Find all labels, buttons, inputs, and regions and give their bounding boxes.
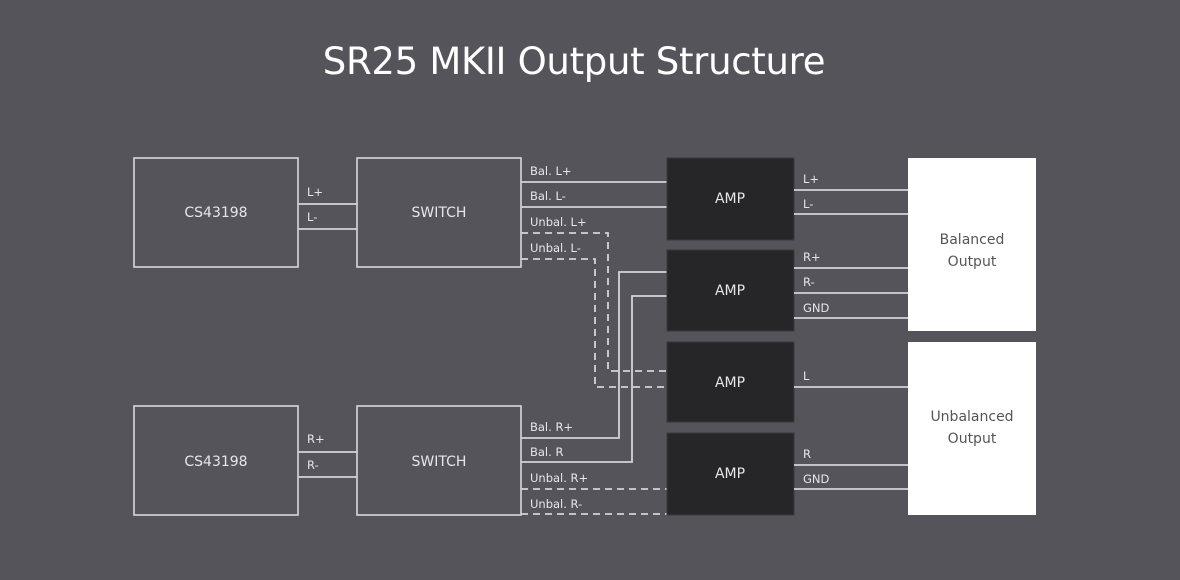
- wire-label: L: [803, 369, 810, 383]
- balanced-output-label-line2: Output: [948, 254, 997, 270]
- unbalanced-output-label-line1: Unbalanced: [930, 409, 1013, 425]
- amp-label: AMP: [715, 466, 745, 482]
- wire-label: Bal. R+: [530, 420, 573, 434]
- wire-label: R: [803, 447, 811, 461]
- amp-block-4: [666, 432, 795, 516]
- wire-unbal-lplus: [521, 232, 667, 372]
- wire-label: L-: [307, 210, 317, 224]
- balanced-output-label-line1: Balanced: [940, 232, 1005, 248]
- wire-unbal-lminus: [521, 258, 667, 388]
- wire-label: Bal. R: [530, 445, 563, 459]
- balanced-output-block: [908, 158, 1036, 331]
- amp-label: AMP: [715, 191, 745, 207]
- wire-label: Unbal. L-: [530, 241, 581, 255]
- dac-block-left: [133, 157, 299, 268]
- wire-label: R-: [307, 458, 319, 472]
- wire-label: L+: [803, 172, 819, 186]
- wire-label: R-: [803, 275, 815, 289]
- dac-label-left: CS43198: [184, 205, 247, 221]
- wire-label: R+: [803, 250, 821, 264]
- wire-label: GND: [803, 301, 830, 315]
- unbalanced-output-label-line2: Output: [948, 431, 997, 447]
- wire-label: Bal. L+: [530, 164, 572, 178]
- amp-label: AMP: [715, 283, 745, 299]
- wire-bal-rplus: [521, 271, 667, 439]
- wire-label: Unbal. R-: [530, 497, 582, 511]
- wire-label: Unbal. L+: [530, 215, 587, 229]
- wire-label: Unbal. R+: [530, 471, 588, 485]
- amp-block-1: [666, 157, 795, 241]
- wire-label: GND: [803, 472, 830, 486]
- wire-label: Bal. L-: [530, 189, 566, 203]
- wire-label: L+: [307, 185, 323, 199]
- wire-label: R+: [307, 432, 325, 446]
- amp-label: AMP: [715, 375, 745, 391]
- switch-label-left: SWITCH: [412, 205, 467, 221]
- wire-bal-r: [521, 295, 667, 463]
- amp-block-2: [666, 249, 795, 332]
- dac-label-right: CS43198: [184, 454, 247, 470]
- amp-block-3: [666, 341, 795, 423]
- dac-block-right: [133, 405, 299, 516]
- switch-label-right: SWITCH: [412, 454, 467, 470]
- switch-block-left: [356, 157, 522, 268]
- switch-block-right: [356, 405, 522, 516]
- diagram-title: SR25 MKII Output Structure: [322, 40, 826, 83]
- wire-label: L-: [803, 197, 813, 211]
- unbalanced-output-block: [908, 342, 1036, 515]
